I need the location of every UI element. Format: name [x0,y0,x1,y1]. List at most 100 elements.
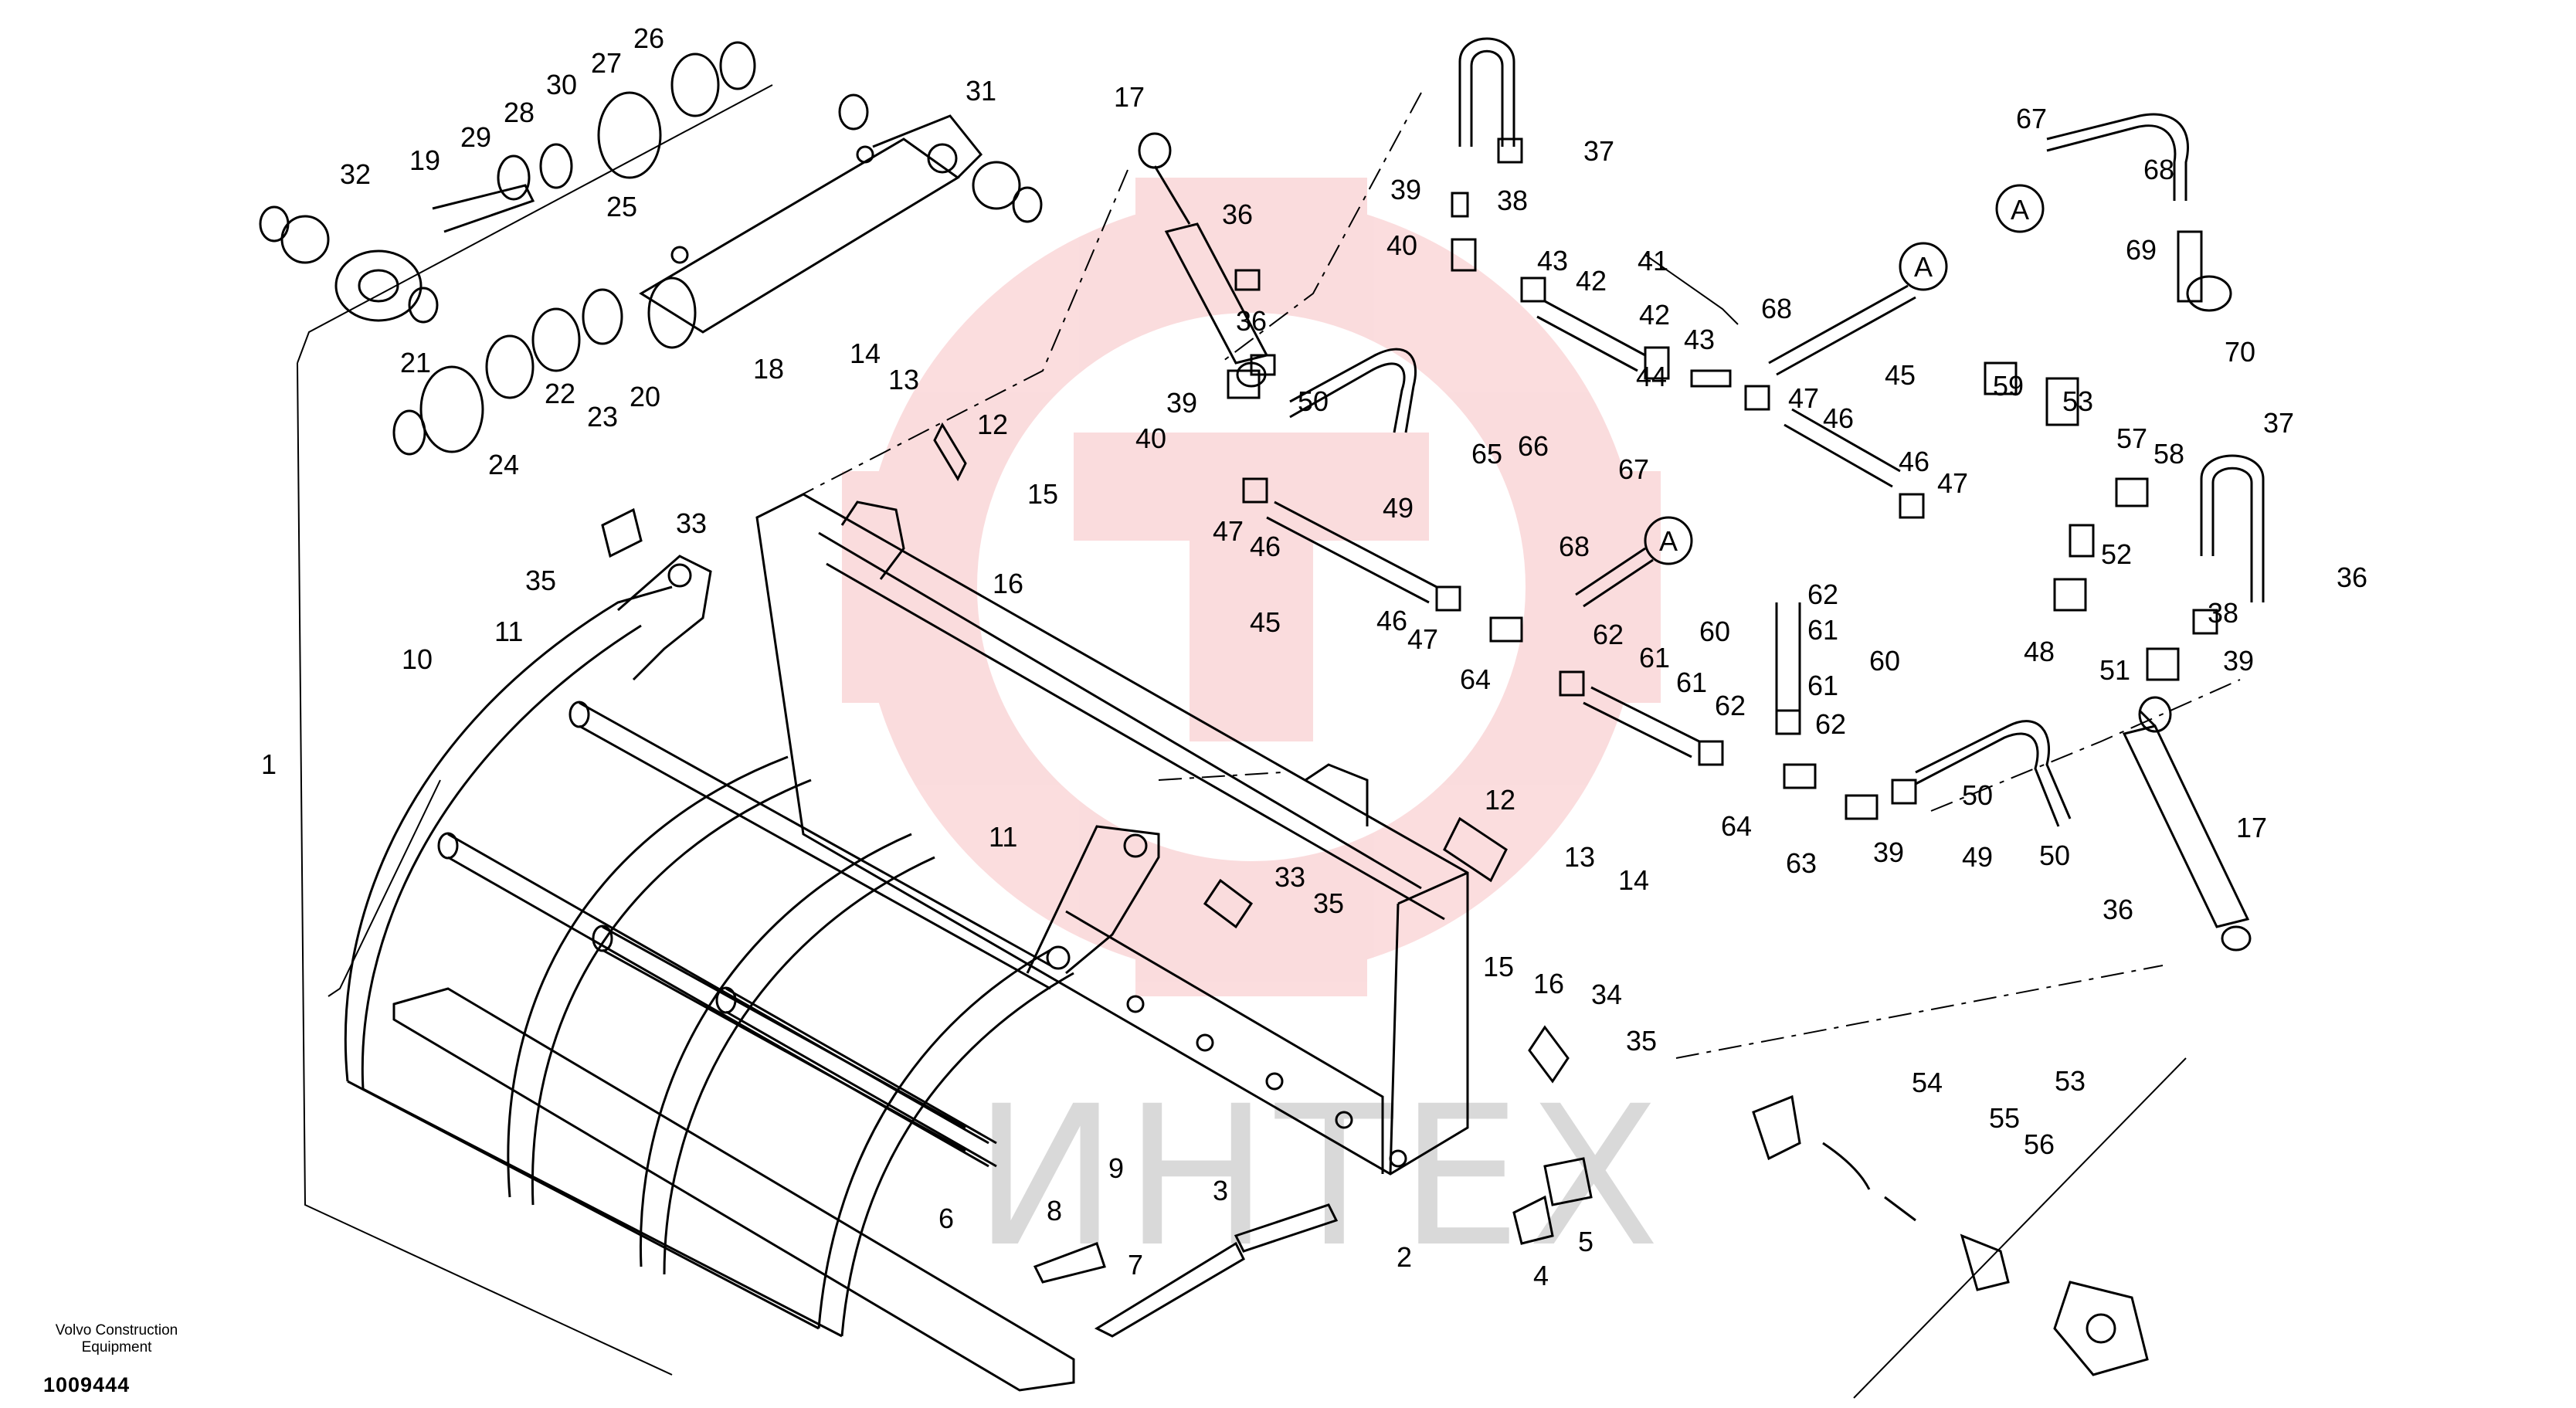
callout-50c: 50 [2039,840,2070,871]
callout-46c: 46 [1250,531,1281,562]
callout-15b: 15 [1483,951,1514,982]
callout-leaders [297,84,2187,1399]
callout-45b: 45 [1250,606,1281,638]
callout-39d: 39 [2223,645,2254,677]
callout-61d: 61 [1807,670,1838,701]
callout-38b: 38 [2208,597,2238,629]
callout-16: 16 [993,568,1023,599]
callout-12: 12 [977,409,1008,440]
callout-3: 3 [1213,1175,1228,1206]
callout-24: 24 [488,449,519,480]
callout-62b: 62 [1593,619,1624,650]
callout-59: 59 [1993,370,2024,402]
marker-a-3: A [1659,525,1678,557]
callout-17b: 17 [2236,812,2267,843]
callout-16b: 16 [1533,968,1564,999]
callout-56: 56 [2024,1128,2055,1160]
callout-60: 60 [1699,616,1730,647]
callout-58: 58 [2153,438,2184,470]
callout-46b: 46 [1899,446,1929,477]
callout-43b: 43 [1684,324,1715,355]
callout-62: 62 [1807,578,1838,610]
callout-38: 38 [1497,185,1528,216]
callout-65: 65 [1471,438,1502,470]
callout-46d: 46 [1376,605,1407,636]
callout-43: 43 [1537,245,1568,277]
callout-31: 31 [966,75,996,107]
callout-36c: 36 [2337,562,2367,593]
callout-46: 46 [1823,402,1854,434]
marker-a-1: A [2011,194,2029,226]
callout-12b: 12 [1485,784,1515,816]
callout-29: 29 [460,121,491,153]
hydraulic-lines [601,37,2265,1376]
callout-50b: 50 [1962,779,1993,811]
callout-32: 32 [340,158,371,190]
callout-68c: 68 [1559,531,1590,562]
marker-a-2: A [1914,251,1933,283]
callout-27: 27 [591,47,622,79]
document-number: 1009444 [43,1373,131,1396]
callout-44: 44 [1636,361,1667,392]
callout-68: 68 [2143,154,2174,185]
callout-57: 57 [2116,422,2147,454]
callout-4: 4 [1533,1260,1549,1291]
callout-11: 11 [494,616,523,647]
callout-68b: 68 [1761,293,1792,324]
callout-49b: 49 [1962,841,1993,873]
brand-line-1: Volvo Construction [55,1322,178,1338]
callout-35: 35 [525,565,556,596]
callout-13: 13 [888,364,919,395]
callout-23: 23 [587,401,618,433]
reference-lines [772,92,2241,1059]
callout-45: 45 [1885,359,1916,391]
callout-61b: 61 [1639,642,1670,673]
callout-17: 17 [1114,81,1145,113]
callout-63: 63 [1786,847,1817,879]
watermark-text: ИНТЕХ [973,1064,1666,1289]
callout-47d: 47 [1407,623,1438,655]
callout-42: 42 [1576,265,1607,297]
left-hydraulic-cylinder [259,41,1043,456]
callout-37: 37 [1583,135,1614,167]
callout-40b: 40 [1135,422,1166,454]
callout-39: 39 [1390,174,1421,205]
callout-62d: 62 [1815,708,1846,740]
callout-10: 10 [402,643,433,675]
callout-64b: 64 [1721,810,1752,842]
callout-66: 66 [1518,430,1549,462]
callout-70: 70 [2225,336,2255,368]
callout-67b: 67 [1618,453,1649,485]
callout-8: 8 [1047,1195,1062,1226]
callout-6: 6 [938,1203,954,1234]
callout-69: 69 [2126,234,2157,266]
callout-37b: 37 [2263,407,2294,439]
callout-47: 47 [1788,382,1819,414]
callout-50: 50 [1298,385,1329,417]
callout-25: 25 [606,191,637,222]
callout-62c: 62 [1715,690,1746,721]
callout-14: 14 [850,338,881,369]
callout-28: 28 [504,97,535,128]
callout-41: 41 [1638,245,1668,277]
callout-9: 9 [1108,1152,1124,1184]
callout-51: 51 [2099,654,2130,686]
callout-33b: 33 [1274,861,1305,893]
grapple-bucket-frame [344,493,1469,1392]
callout-49: 49 [1383,492,1414,524]
callout-11b: 11 [989,821,1017,853]
callout-47b: 47 [1937,467,1968,499]
callout-18: 18 [753,353,784,385]
callout-64: 64 [1460,663,1491,695]
callout-36: 36 [1222,198,1253,230]
callout-36b: 36 [1236,305,1267,337]
callout-15: 15 [1027,478,1058,510]
callout-13b: 13 [1564,841,1595,873]
callout-52: 52 [2101,538,2132,570]
callout-61: 61 [1807,614,1838,646]
callout-48: 48 [2024,636,2055,667]
footer: Volvo Construction Equipment 1009444 [43,1322,190,1397]
callout-55: 55 [1989,1102,2020,1134]
